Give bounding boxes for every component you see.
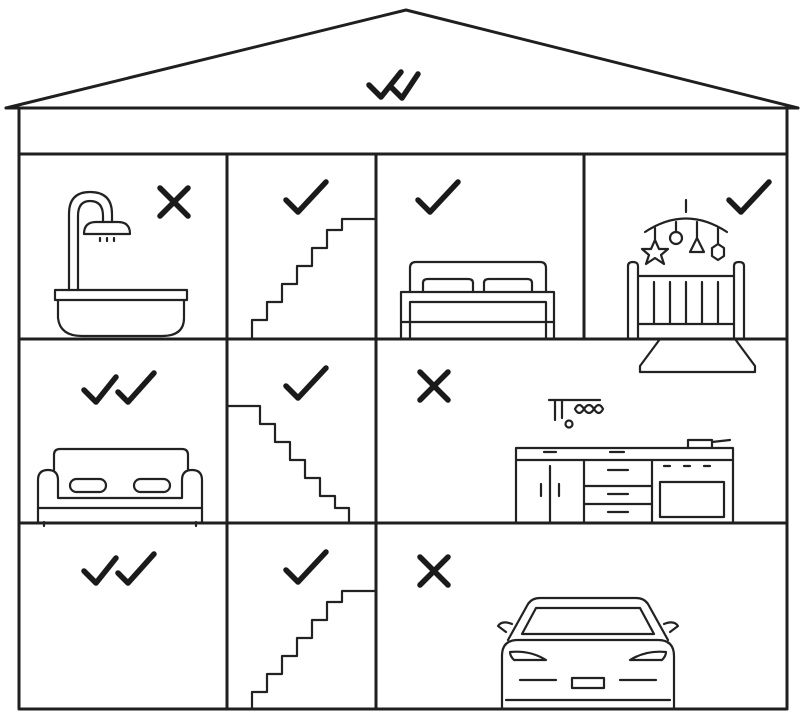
attic-room [366, 69, 421, 101]
stairs-icon [250, 589, 378, 711]
cross-mark [417, 554, 451, 588]
sofa-icon [36, 447, 204, 528]
kitchen-icon [514, 398, 735, 525]
check-mark [283, 179, 329, 215]
double-check-mark [366, 69, 421, 101]
stairs-upper-room [250, 179, 378, 341]
nursery-room [626, 179, 772, 374]
check-mark [283, 365, 329, 401]
check-mark [283, 549, 329, 585]
basement-room [81, 551, 157, 586]
stairs-lower-room [250, 549, 378, 711]
outer-wall [17, 106, 789, 711]
crib-mobile-icon [626, 198, 757, 374]
stairs-icon [225, 404, 351, 525]
double-check-mark [81, 551, 157, 586]
bed-icon [399, 260, 556, 341]
bedroom-room [399, 179, 556, 341]
bathroom-room [53, 185, 191, 338]
cross-mark [417, 369, 451, 403]
double-check-mark [81, 370, 157, 405]
living-room-room [36, 370, 204, 528]
car-icon [496, 596, 680, 711]
roof [4, 8, 800, 110]
check-mark [726, 179, 772, 215]
garage-room [417, 554, 680, 711]
cross-mark [157, 185, 191, 219]
bathtub-shower-icon [53, 190, 189, 338]
check-mark [415, 179, 461, 215]
stairs-middle-room [225, 365, 351, 525]
stairs-icon [250, 217, 378, 341]
kitchen-room [417, 369, 735, 525]
